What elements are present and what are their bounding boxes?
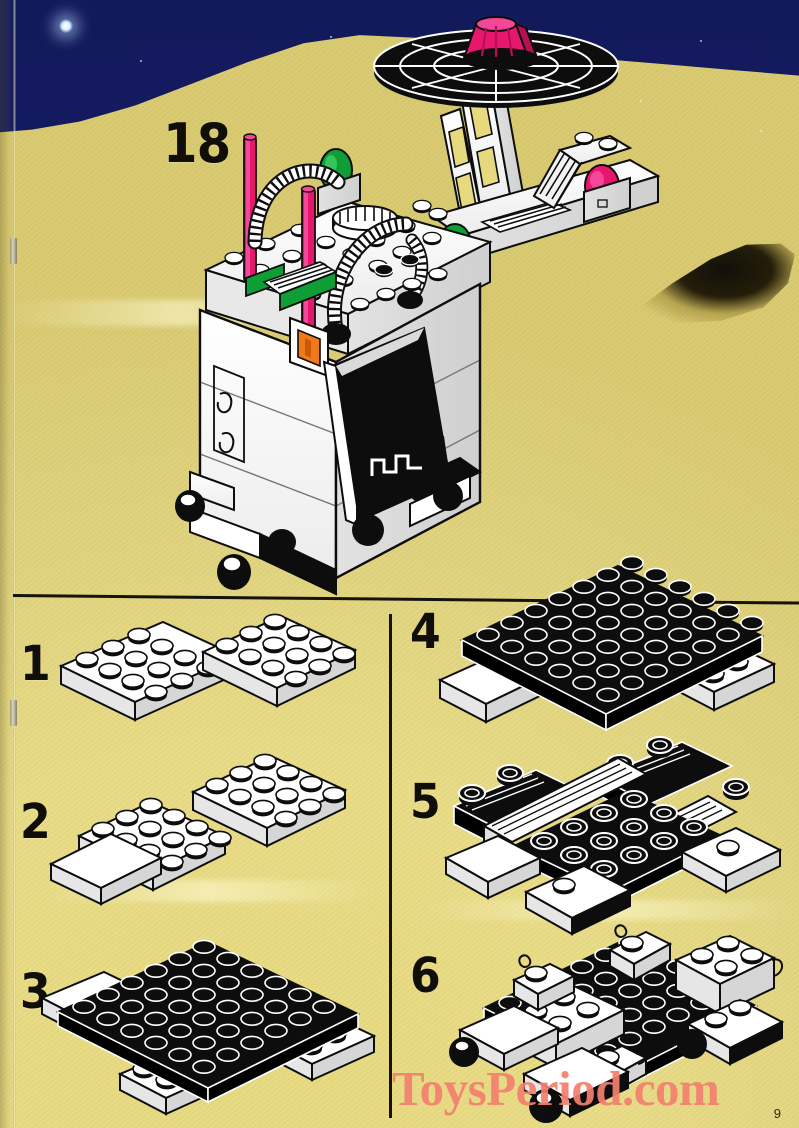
grille-plate	[479, 201, 573, 233]
step-1-illustration	[55, 613, 358, 768]
section-divider-vertical	[389, 614, 392, 1118]
baseplate-8x10-black	[55, 939, 361, 1104]
page-spine-fold	[13, 0, 16, 1128]
plates-and-wheels-6	[449, 998, 785, 1123]
step-number-4: 4	[410, 604, 441, 660]
step-number-6: 6	[410, 948, 441, 1004]
satellite-dish-assembly	[373, 16, 619, 226]
dish-cone-magenta	[462, 16, 540, 70]
step-2-illustration	[45, 753, 365, 948]
step-number-18: 18	[163, 112, 231, 175]
step-number-2: 2	[20, 794, 51, 850]
clip-brick-upper-mid	[607, 924, 673, 982]
staple-icon	[10, 238, 17, 264]
door-panel	[213, 364, 245, 464]
plate-2x6-white-c	[190, 753, 348, 848]
step-number-1: 1	[20, 636, 51, 692]
plate-2x6-white-b	[200, 613, 358, 708]
baseplate-black-large-4	[459, 555, 765, 732]
step-3-illustration	[39, 939, 380, 1116]
page-number: 9	[773, 1106, 781, 1121]
step-4-illustration	[432, 555, 780, 752]
watermark: ToysPeriod.com	[392, 1061, 720, 1116]
staple-icon	[10, 700, 17, 726]
star-icon	[330, 36, 332, 38]
star-icon	[140, 60, 142, 62]
plate-1x4-white	[48, 832, 164, 906]
base-feet	[175, 456, 482, 596]
lattice-tower	[439, 80, 528, 226]
ribbed-hose-short	[397, 233, 429, 309]
clip-brick-upper-left	[511, 954, 577, 1012]
main-model-illustration	[160, 10, 799, 596]
slope-brick-grille	[532, 131, 633, 210]
side-plates-white-5	[443, 826, 783, 936]
star-icon	[640, 100, 642, 102]
star-icon	[700, 40, 702, 42]
star-icon	[760, 130, 762, 132]
step-5-illustration	[440, 736, 788, 940]
hangar-bay-opening	[322, 326, 452, 528]
base-main-body	[175, 133, 493, 596]
step-6-illustration	[440, 922, 788, 1123]
moon-star-icon	[58, 18, 74, 34]
step-number-5: 5	[410, 774, 441, 830]
page-spine-shadow	[0, 0, 14, 1128]
ribbed-hose-left	[247, 163, 346, 250]
